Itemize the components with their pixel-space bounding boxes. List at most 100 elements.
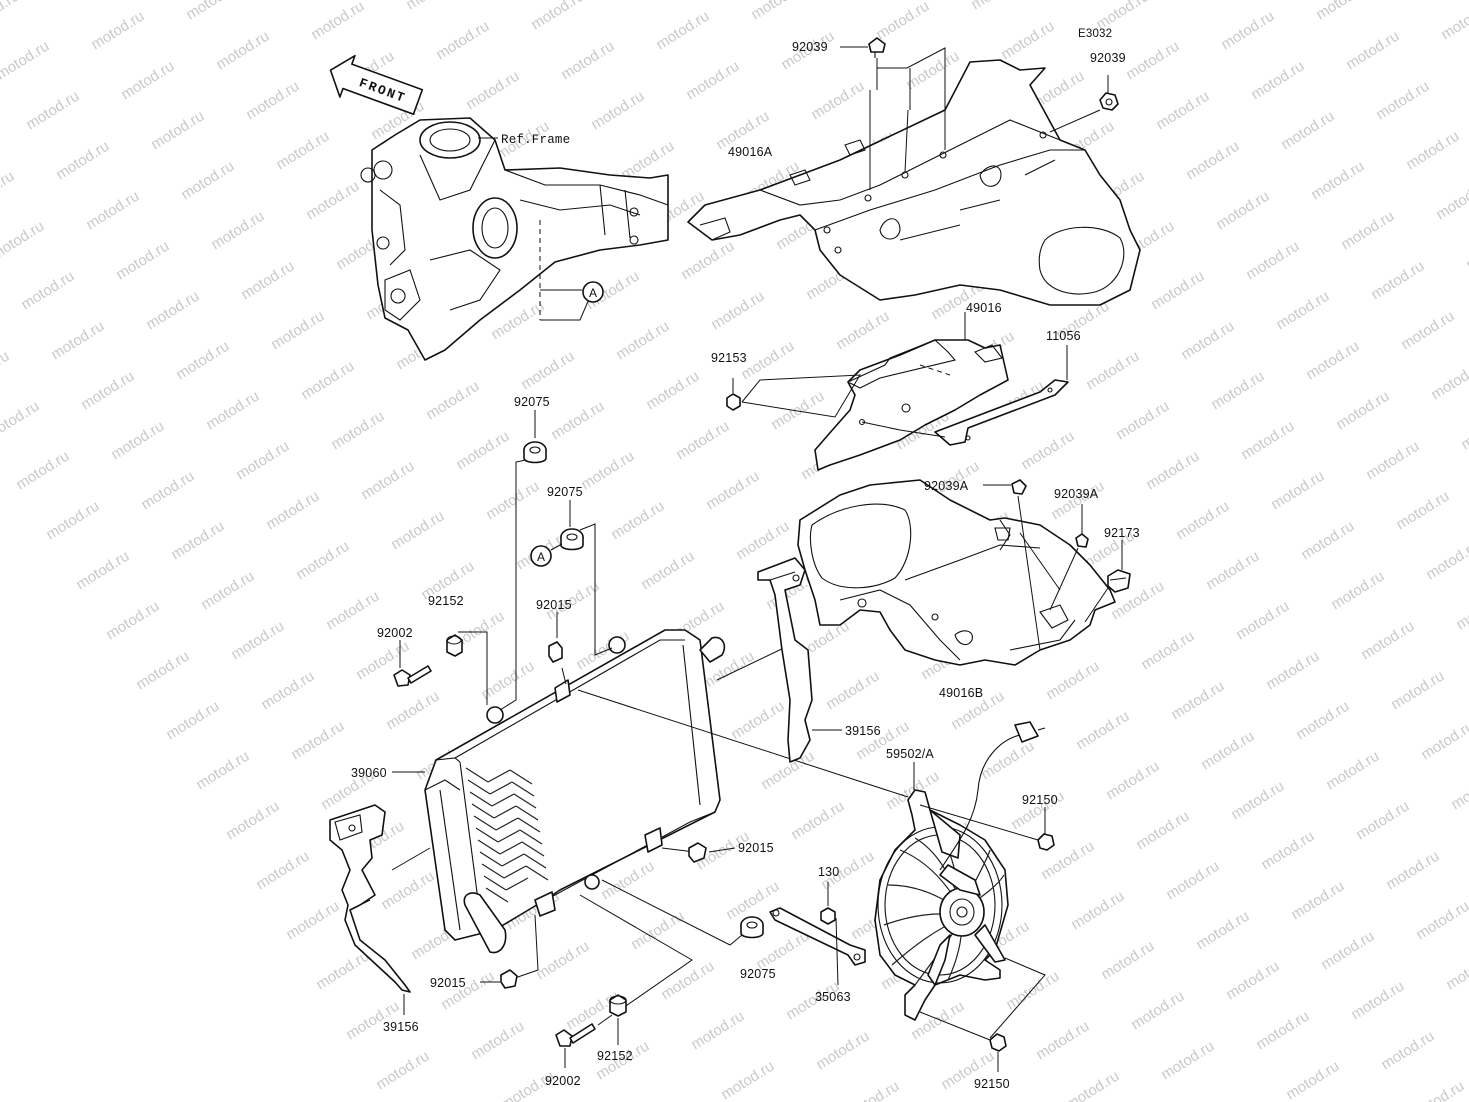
watermark-text: motod.ru	[758, 748, 817, 794]
callout-39156-left: 39156	[383, 1020, 419, 1034]
grommet-92075-bot	[740, 916, 764, 939]
watermark-text: motod.ru	[193, 748, 252, 794]
watermark-text: motod.ru	[173, 338, 232, 384]
watermark-text: motod.ru	[808, 78, 867, 124]
watermark-text: motod.ru	[1448, 768, 1469, 814]
callout-92075-top: 92075	[514, 395, 550, 409]
watermark-text: motod.ru	[1243, 238, 1302, 284]
watermark-text: motod.ru	[1393, 488, 1452, 534]
watermark-text: motod.ru	[1278, 108, 1337, 154]
watermark-text: motod.ru	[328, 408, 387, 454]
reference-marker-a-mid: A	[530, 545, 552, 567]
radiator-39060	[424, 629, 726, 954]
watermark-text: motod.ru	[1308, 158, 1367, 204]
watermark-text: motod.ru	[1253, 1008, 1312, 1054]
watermark-text: motod.ru	[1343, 28, 1402, 74]
watermark-text: motod.ru	[43, 498, 102, 544]
watermark-text: motod.ru	[23, 88, 82, 134]
watermark-text: motod.ru	[1063, 1068, 1122, 1102]
watermark-text: motod.ru	[1018, 428, 1077, 474]
watermark-text: motod.ru	[0, 218, 47, 264]
watermark-text: motod.ru	[708, 288, 767, 334]
watermark-text: motod.ru	[403, 0, 462, 13]
watermark-text: motod.ru	[1188, 0, 1247, 3]
callout-92173: 92173	[1104, 526, 1140, 540]
watermark-text: motod.ru	[308, 0, 367, 43]
watermark-text: motod.ru	[718, 1058, 777, 1102]
watermark-text: motod.ru	[628, 908, 687, 954]
watermark-text: motod.ru	[388, 508, 447, 554]
watermark-text: motod.ru	[843, 1078, 902, 1102]
radiator-fins	[465, 767, 549, 903]
watermark-text: motod.ru	[208, 208, 267, 254]
nut-92039-right	[1099, 92, 1119, 111]
watermark-text: motod.ru	[1228, 778, 1287, 824]
watermark-text: motod.ru	[58, 0, 117, 3]
bolt-92002-bot	[555, 1023, 596, 1047]
watermark-text: motod.ru	[178, 158, 237, 204]
stay-35063	[769, 907, 866, 966]
watermark-text: motod.ru	[998, 18, 1057, 64]
watermark-text: motod.ru	[88, 8, 147, 54]
watermark-text: motod.ru	[1183, 138, 1242, 184]
svg-text:A: A	[537, 550, 545, 564]
clip-92039a-left	[1011, 479, 1027, 495]
watermark-text: motod.ru	[673, 418, 732, 464]
watermark-text: motod.ru	[1283, 1058, 1342, 1102]
callout-92039a-left: 92039A	[924, 479, 969, 493]
svg-text:A: A	[589, 286, 597, 300]
watermark-text: motod.ru	[283, 898, 342, 944]
callout-49016: 49016	[966, 301, 1002, 315]
watermark-text: motod.ru	[323, 588, 382, 634]
watermark-text: motod.ru	[813, 1028, 872, 1074]
watermark-text: motod.ru	[298, 358, 357, 404]
watermark-text: motod.ru	[223, 798, 282, 844]
watermark-text: motod.ru	[1463, 228, 1469, 274]
watermark-text: motod.ru	[1348, 978, 1407, 1024]
watermark-text: motod.ru	[1138, 628, 1197, 674]
watermark-text: motod.ru	[238, 258, 297, 304]
watermark-text: motod.ru	[518, 348, 577, 394]
callout-92039-right: 92039	[1090, 51, 1126, 65]
watermark-text: motod.ru	[1458, 408, 1469, 454]
watermark-text: motod.ru	[1178, 318, 1237, 364]
shroud-39156-right	[757, 557, 813, 763]
watermark-text: motod.ru	[253, 848, 312, 894]
watermark-text: motod.ru	[1453, 588, 1469, 634]
watermark-text: motod.ru	[293, 538, 352, 584]
watermark-text: motod.ru	[1383, 848, 1442, 894]
watermark-text: motod.ru	[468, 1018, 527, 1064]
ref-frame-label: Ref.Frame	[501, 133, 570, 147]
watermark-text: motod.ru	[1198, 728, 1257, 774]
watermark-text: motod.ru	[1123, 38, 1182, 84]
watermark-text: motod.ru	[1238, 418, 1297, 464]
watermark-text: motod.ru	[643, 368, 702, 414]
plate-49016	[814, 339, 1009, 471]
callout-59502a: 59502/A	[886, 747, 934, 761]
watermark-text: motod.ru	[1368, 258, 1427, 304]
watermark-text: motod.ru	[1268, 468, 1327, 514]
watermark-text: motod.ru	[53, 138, 112, 184]
watermark-text: motod.ru	[1413, 898, 1469, 944]
watermark-text: motod.ru	[438, 968, 497, 1014]
watermark-text: motod.ru	[168, 518, 227, 564]
watermark-text: motod.ru	[1143, 448, 1202, 494]
callout-130: 130	[818, 865, 839, 879]
callout-49016b: 49016B	[939, 686, 983, 700]
watermark-text: motod.ru	[1418, 718, 1469, 764]
watermark-text: motod.ru	[1158, 1038, 1217, 1084]
watermark-text: motod.ru	[1313, 0, 1372, 23]
watermark-text: motod.ru	[263, 488, 322, 534]
watermark-text: motod.ru	[48, 318, 107, 364]
watermark-text: motod.ru	[748, 0, 807, 23]
watermark-text: motod.ru	[1203, 548, 1262, 594]
watermark-text: motod.ru	[968, 0, 1027, 13]
watermark-text: motod.ru	[688, 1008, 747, 1054]
watermark-text: motod.ru	[228, 618, 287, 664]
watermark-text: motod.ru	[738, 338, 797, 384]
watermark-text: motod.ru	[303, 178, 362, 224]
watermark-text: motod.ru	[0, 38, 52, 84]
watermark-text: motod.ru	[1403, 128, 1462, 174]
watermark-text: motod.ru	[873, 0, 932, 43]
watermark-text: motod.ru	[433, 18, 492, 64]
